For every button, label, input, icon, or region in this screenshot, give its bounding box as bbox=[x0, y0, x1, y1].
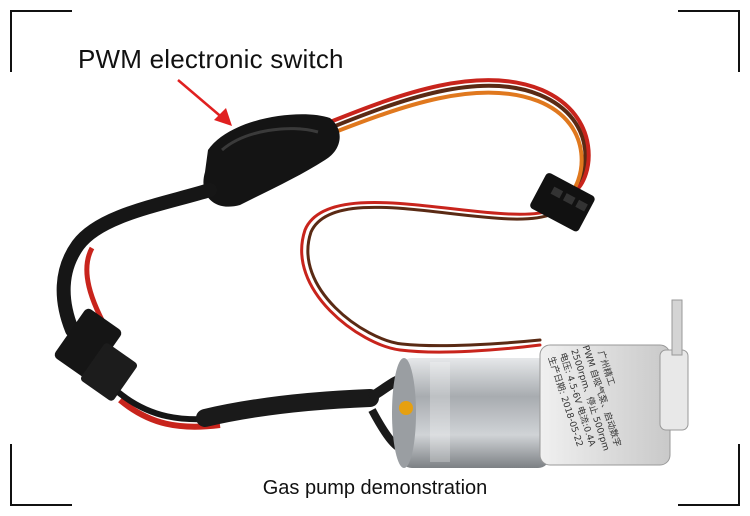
heatshrink-sleeve bbox=[196, 389, 379, 427]
frame-corner-top-right bbox=[678, 10, 740, 72]
dc-motor bbox=[392, 358, 550, 468]
annotation-arrow bbox=[177, 79, 232, 126]
frame-corner-top-left bbox=[10, 10, 72, 72]
inline-connector bbox=[54, 308, 138, 401]
pump-head bbox=[539, 299, 689, 466]
frame-corner-bottom-right bbox=[678, 444, 740, 506]
servo-connector bbox=[530, 173, 595, 232]
black-cable bbox=[56, 183, 217, 337]
annotation-title: PWM electronic switch bbox=[78, 44, 344, 74]
pwm-switch-module bbox=[203, 114, 340, 207]
frame-corner-bottom-left bbox=[10, 444, 72, 506]
image-caption: Gas pump demonstration bbox=[262, 477, 488, 499]
servo-lead bbox=[300, 78, 591, 354]
